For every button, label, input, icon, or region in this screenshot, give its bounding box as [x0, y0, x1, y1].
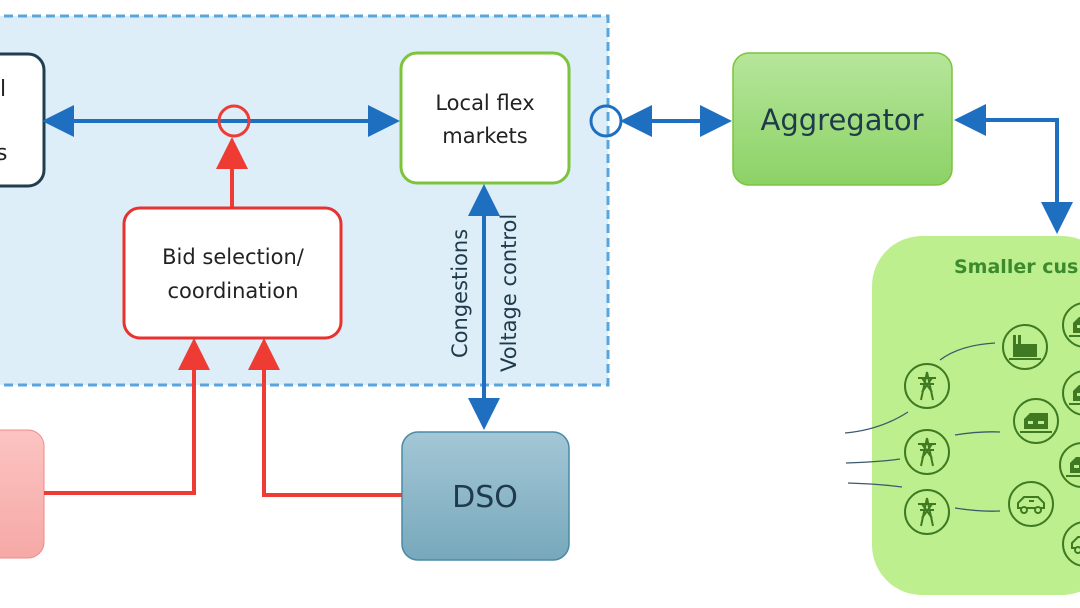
voltage-control-label: Voltage control	[497, 214, 521, 372]
dso-label: DSO	[452, 480, 518, 515]
smaller-customers-node[interactable]: Smaller cus	[844, 236, 1080, 595]
grid-lines	[844, 342, 1001, 512]
local-flex-markets-node[interactable]: Local flex markets	[399, 51, 571, 185]
flex-line2: markets	[442, 124, 527, 148]
congestions-label: Congestions	[448, 229, 472, 358]
bid-line2: coordination	[167, 279, 298, 303]
aggregator-node[interactable]: Aggregator	[732, 52, 953, 186]
dso-node[interactable]: DSO	[401, 431, 570, 561]
aggregator-label: Aggregator	[761, 103, 924, 137]
bid-line1: Bid selection/	[162, 245, 305, 269]
left-node-line1: l	[0, 77, 6, 102]
bid-selection-node[interactable]: Bid selection/ coordination	[122, 206, 343, 340]
left-node-line2: s	[0, 141, 7, 166]
red-junction-icon	[217, 104, 251, 138]
arrow-pink-to-bid	[44, 338, 210, 495]
arrow-aggregator-customers	[954, 104, 1073, 234]
left-partial-node[interactable]: l s	[0, 52, 46, 188]
customers-title: Smaller cus	[954, 256, 1078, 278]
flex-line1: Local flex	[435, 91, 534, 115]
pink-partial-node[interactable]	[0, 429, 45, 559]
arrow-dso-to-bid	[248, 338, 402, 497]
